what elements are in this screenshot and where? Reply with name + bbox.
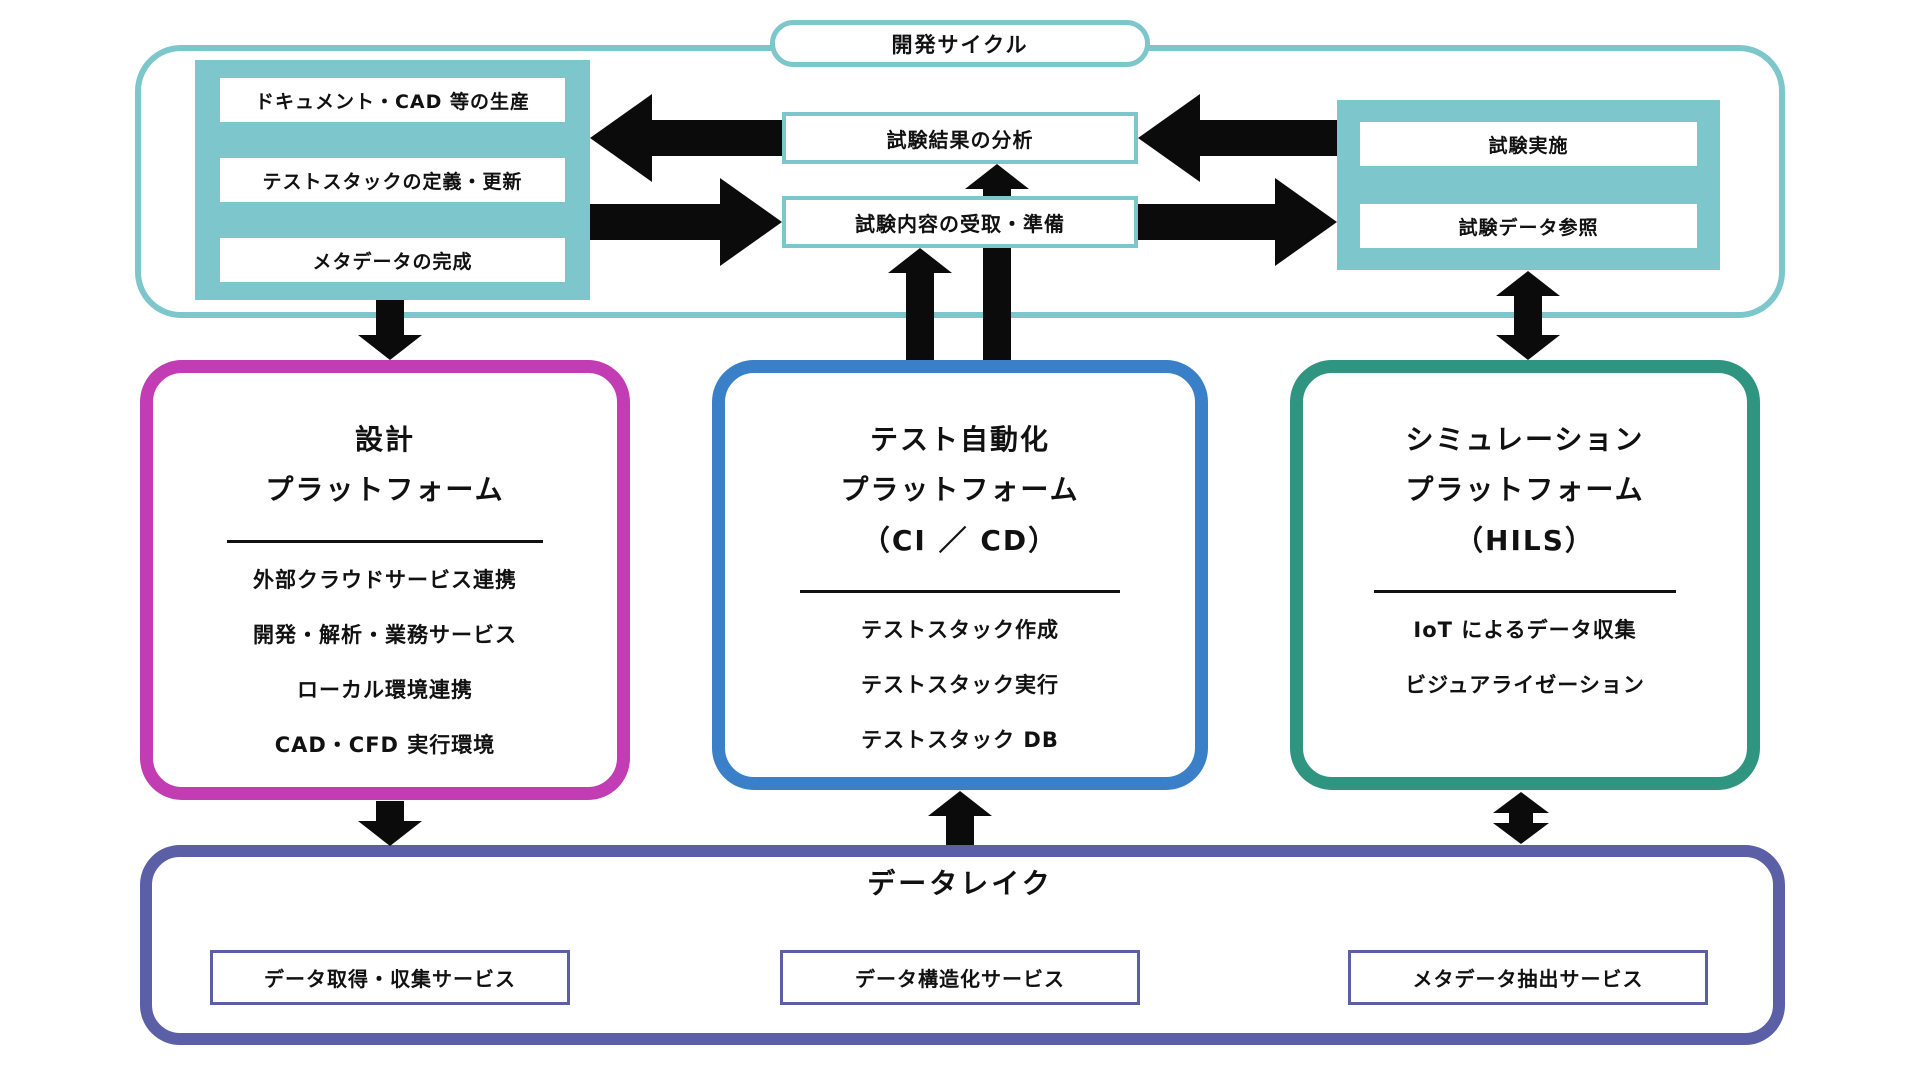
- task-test-data-reference: 試験データ参照: [1360, 204, 1697, 248]
- development-cycle-label: 開発サイクル: [770, 20, 1150, 67]
- test-item-stack-db: テストスタック DB: [861, 728, 1059, 753]
- task-test-content-receive-prepare: 試験内容の受取・準備: [782, 196, 1138, 248]
- service-data-acquisition: データ取得・収集サービス: [210, 950, 570, 1005]
- task-teststack-definition-update: テストスタックの定義・更新: [220, 158, 565, 202]
- test-item-stack-run: テストスタック実行: [861, 673, 1059, 698]
- datalake-title: データレイク: [867, 867, 1053, 900]
- design-platform-box: 設計 プラットフォーム 外部クラウドサービス連携 開発・解析・業務サービス ロー…: [140, 360, 630, 800]
- task-test-result-analysis: 試験結果の分析: [782, 112, 1138, 164]
- task-metadata-completion: メタデータの完成: [220, 238, 565, 282]
- divider: [800, 590, 1120, 594]
- task-test-execution: 試験実施: [1360, 122, 1697, 166]
- design-item-cloud: 外部クラウドサービス連携: [253, 567, 517, 592]
- datalake-box: [140, 845, 1785, 1045]
- task-document-cad-production: ドキュメント・CAD 等の生産: [220, 78, 565, 122]
- service-data-structuring: データ構造化サービス: [780, 950, 1140, 1005]
- design-item-cad-cfd: CAD・CFD 実行環境: [274, 732, 496, 757]
- design-platform-title: 設計 プラットフォーム: [265, 423, 505, 507]
- sim-item-iot: IoT によるデータ収集: [1413, 618, 1637, 643]
- sim-item-visualization: ビジュアライゼーション: [1405, 673, 1645, 698]
- test-automation-platform-title: テスト自動化 プラットフォーム （CI ／ CD）: [840, 423, 1080, 557]
- simulation-platform-title: シミュレーション プラットフォーム （HILS）: [1405, 423, 1645, 557]
- test-automation-platform-box: テスト自動化 プラットフォーム （CI ／ CD） テストスタック作成 テストス…: [712, 360, 1208, 790]
- simulation-platform-box: シミュレーション プラットフォーム （HILS） IoT によるデータ収集 ビジ…: [1290, 360, 1760, 790]
- design-item-local-env: ローカル環境連携: [297, 677, 473, 702]
- divider: [227, 539, 543, 543]
- service-metadata-extraction: メタデータ抽出サービス: [1348, 950, 1708, 1005]
- design-item-dev-analysis: 開発・解析・業務サービス: [253, 622, 517, 647]
- test-item-stack-create: テストスタック作成: [861, 618, 1059, 643]
- divider: [1374, 590, 1676, 594]
